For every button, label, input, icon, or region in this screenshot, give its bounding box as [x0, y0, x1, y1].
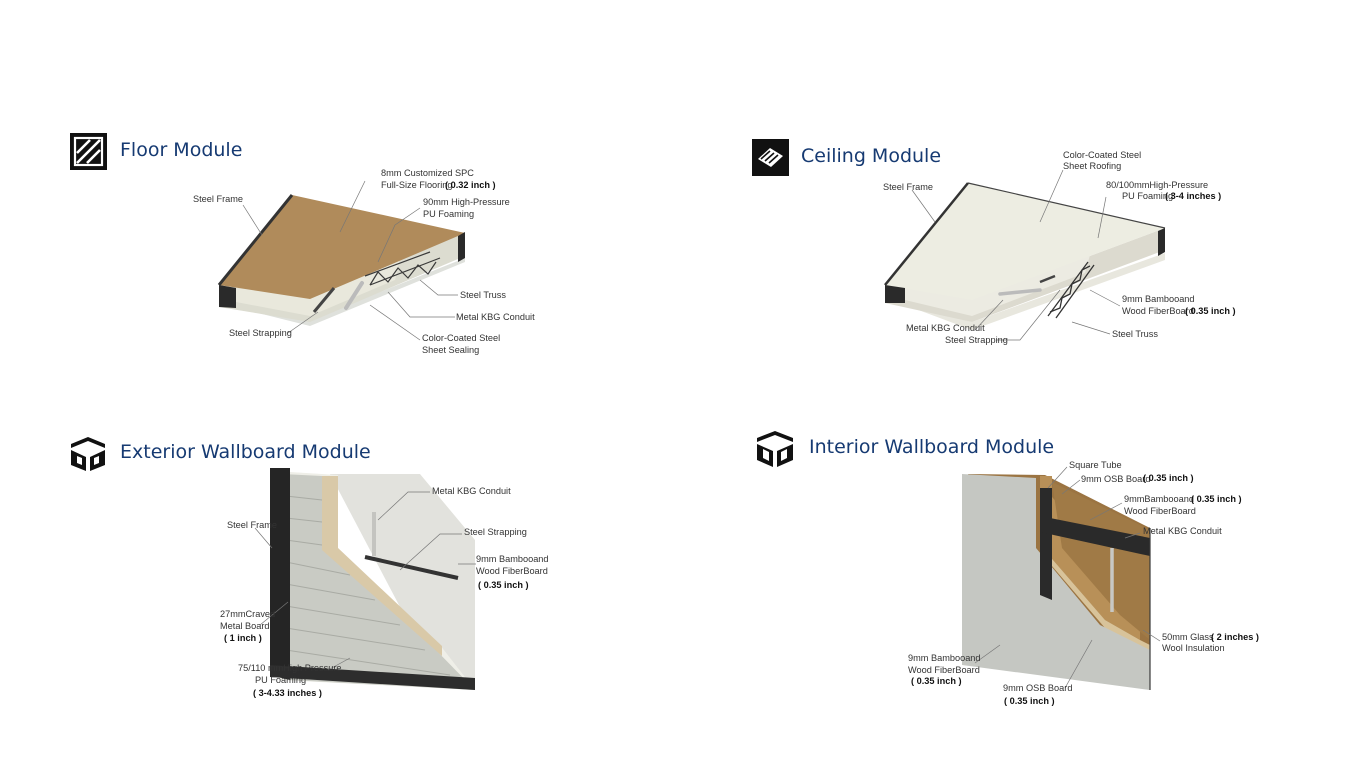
floor-sealing-label-1: Color-Coated Steel — [422, 333, 500, 343]
ceiling-kbg-label: Metal KBG Conduit — [906, 323, 985, 333]
floor-frame-edge — [217, 194, 294, 286]
ceiling-fiber-label-1: 9mm Bambooand — [1122, 294, 1195, 304]
interior-square-tube-vertical — [1040, 488, 1052, 600]
ceiling-steel-truss — [1047, 261, 1095, 319]
exterior-pu-label-2: PU Foaming — [255, 675, 306, 685]
interior-osb-bottom-label: 9mm OSB Board — [1003, 683, 1072, 693]
exterior-diagram — [270, 468, 475, 690]
floor-steel-truss — [364, 251, 441, 286]
ceiling-module-icon — [752, 139, 789, 176]
exterior-kbg-label: Metal KBG Conduit — [432, 486, 511, 496]
interior-gypsum-face — [962, 474, 1150, 690]
ceiling-diagram — [884, 182, 1166, 330]
ceiling-fiber-label-2: Wood FiberBoard — [1122, 306, 1194, 316]
interior-square-tube-label: Square Tube — [1069, 460, 1122, 470]
ceiling-frame-edge — [884, 182, 969, 286]
exterior-steel-strapping — [364, 555, 459, 580]
interior-kbg-label: Metal KBG Conduit — [1143, 526, 1222, 536]
floor-spc-inch: ( 0.32 inch ) — [445, 180, 496, 190]
exterior-fiber-label-1: 9mm Bambooand — [476, 554, 549, 564]
exterior-strapping-label: Steel Strapping — [464, 527, 527, 537]
ceiling-pu-label-2: PU Foaming — [1122, 191, 1173, 201]
ceiling-frame-top — [967, 182, 1166, 229]
ceiling-roofing-label-1: Color-Coated Steel — [1063, 150, 1141, 160]
interior-fiber-bottom-label-2: Wood FiberBoard — [908, 665, 980, 675]
exterior-pu-label-1: 75/110 mmHigh Pressure — [238, 663, 342, 673]
exterior-metal-label-1: 27mmCraved — [220, 609, 275, 619]
interior-fiber-bottom-inch: ( 0.35 inch ) — [911, 676, 962, 686]
floor-pu-inner — [236, 258, 400, 316]
interior-osb-top-label: 9mm OSB Board — [1081, 474, 1150, 484]
ceiling-fiber-inch: ( 0.35 inch ) — [1185, 306, 1236, 316]
exterior-fiber-inch: ( 0.35 inch ) — [478, 580, 529, 590]
ceiling-steel-frame-label: Steel Frame — [883, 182, 933, 192]
exterior-wallboard-module-title: Exterior Wallboard Module — [120, 441, 371, 463]
ceiling-strapping-label: Steel Strapping — [945, 335, 1008, 345]
floor-spc-surface — [219, 195, 465, 299]
ceiling-pu-inch: ( 3-4 inches ) — [1165, 191, 1221, 201]
floor-steel-truss-label: Steel Truss — [460, 290, 506, 300]
exterior-metal-label-2: Metal Board — [220, 621, 270, 631]
floor-frame-corner — [219, 285, 236, 308]
exterior-pu-inch: ( 3-4.33 inches ) — [253, 688, 322, 698]
floor-steel-frame-label: Steel Frame — [193, 194, 243, 204]
ceiling-steel-strapping — [1039, 274, 1056, 284]
ceiling-pu-label-1: 80/100mmHigh-Pressure — [1106, 180, 1208, 190]
ceiling-roofing-label-2: Sheet Roofing — [1063, 161, 1121, 171]
interior-osb-top-inch: ( 0.35 inch ) — [1143, 473, 1194, 483]
interior-fiber-top-label-2: Wood FiberBoard — [1124, 506, 1196, 516]
ceiling-truss-label: Steel Truss — [1112, 329, 1158, 339]
interior-wallboard-icon — [757, 431, 793, 467]
floor-module-icon — [70, 133, 107, 170]
floor-strapping-label: Steel Strapping — [229, 328, 292, 338]
ceiling-module-title: Ceiling Module — [801, 145, 942, 167]
interior-fiber-top-inch: ( 0.35 inch ) — [1191, 494, 1242, 504]
floor-pu-label-1: 90mm High-Pressure — [423, 197, 510, 207]
floor-diagram — [217, 194, 465, 326]
exterior-wallboard-icon — [71, 437, 105, 471]
floor-module-title: Floor Module — [120, 139, 243, 161]
floor-spc-label-2: Full-Size Flooring — [381, 180, 452, 190]
floor-pu-label-2: PU Foaming — [423, 209, 474, 219]
interior-glass-label-1: 50mm Glass — [1162, 632, 1214, 642]
interior-wallboard-module-title: Interior Wallboard Module — [809, 436, 1055, 458]
interior-osb-front-edge — [1040, 545, 1150, 655]
interior-fiber-top-label-1: 9mmBambooand — [1124, 494, 1194, 504]
interior-osb-bottom-inch: ( 0.35 inch ) — [1004, 696, 1055, 706]
exterior-steel-frame-left — [270, 468, 290, 680]
interior-diagram — [962, 474, 1151, 690]
interior-glass-wool — [1052, 482, 1150, 640]
ceiling-frame-corner — [885, 285, 905, 303]
interior-glass-inch: ( 2 inches ) — [1211, 632, 1259, 642]
exterior-board-grooves — [285, 495, 451, 676]
exterior-fiber-label-2: Wood FiberBoard — [476, 566, 548, 576]
exterior-metal-board — [282, 474, 475, 690]
exterior-steel-frame-label: Steel Frame — [227, 520, 277, 530]
ceiling-kbg-conduit — [998, 288, 1042, 296]
floor-kbg-conduit — [344, 281, 364, 310]
exterior-metal-inch: ( 1 inch ) — [224, 633, 262, 643]
floor-spc-label-1: 8mm Customized SPC — [381, 168, 474, 178]
floor-kbg-label: Metal KBG Conduit — [456, 312, 535, 322]
interior-glass-label-2: Wool Insulation — [1162, 643, 1225, 653]
floor-frame-right — [458, 232, 465, 262]
exterior-strapping-wood — [322, 476, 442, 656]
floor-sealing-label-2: Sheet Sealing — [422, 345, 479, 355]
exterior-steel-frame-bottom — [270, 665, 475, 690]
exterior-fiberboard-back — [330, 474, 475, 690]
interior-square-tube-horizontal — [1040, 516, 1150, 556]
ceiling-inner-face — [905, 255, 1090, 316]
ceiling-frame-right — [1158, 228, 1165, 256]
interior-fiber-bottom-label-1: 9mm Bambooand — [908, 653, 981, 663]
floor-steel-strapping — [312, 287, 336, 313]
